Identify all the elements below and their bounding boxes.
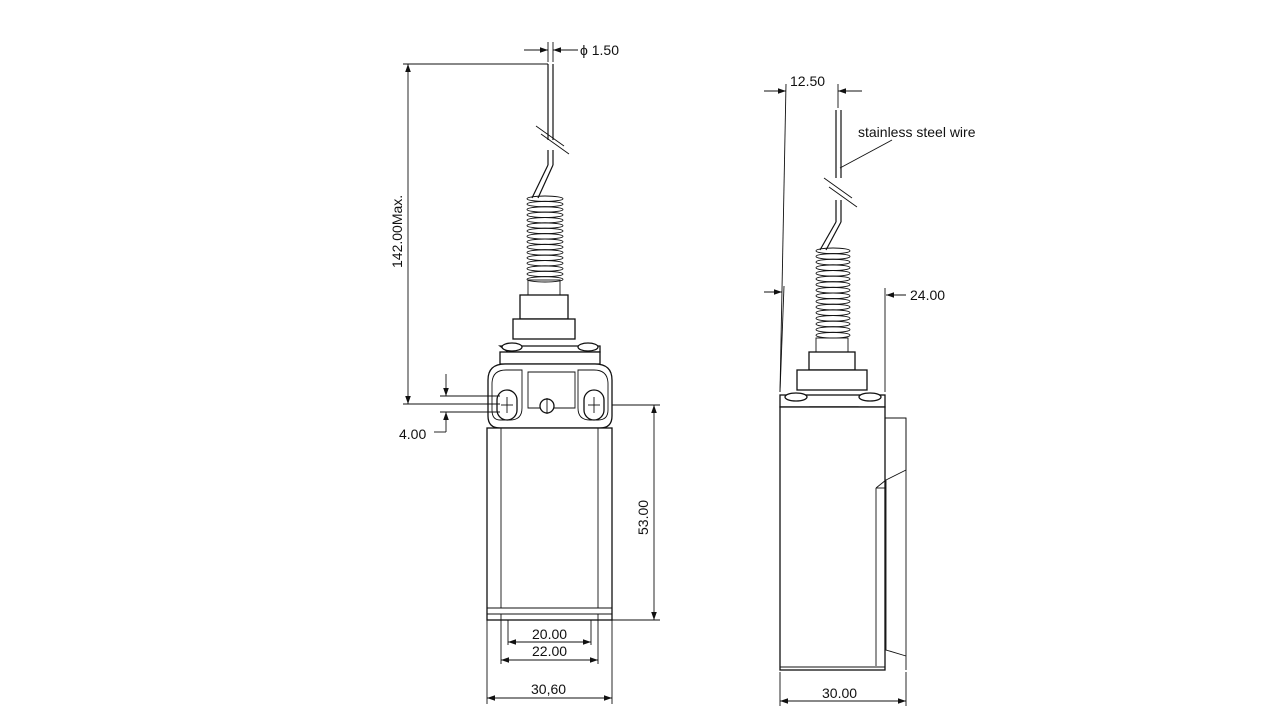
spring-coil	[815, 286, 851, 294]
overall-depth-label: 30.00	[822, 685, 857, 701]
side-spring	[815, 247, 851, 339]
spring-coil	[526, 249, 564, 256]
spring-coil	[526, 254, 564, 261]
side-body	[779, 406, 907, 671]
spring-coil	[526, 265, 564, 272]
dim-wire-diameter: ϕ 1.50	[524, 42, 619, 62]
spring-coil	[526, 200, 564, 208]
spring-coil	[526, 276, 564, 283]
spring-coil	[526, 243, 564, 251]
spring-coil	[815, 292, 851, 300]
spring-coil	[815, 247, 851, 255]
spring-coil	[526, 217, 564, 224]
spring-coil	[526, 270, 564, 278]
spring-coil	[526, 195, 564, 202]
spring-coil	[815, 315, 851, 322]
spring-coil	[815, 320, 851, 328]
wire-material-label: stainless steel wire	[858, 124, 976, 140]
spring-coil	[815, 309, 851, 316]
dim-overall-width: 30,60	[486, 620, 613, 704]
front-head	[487, 279, 613, 429]
spring-coil	[815, 298, 851, 305]
dim-inner-width-b: 22.00	[501, 643, 598, 663]
spring-coil	[526, 227, 564, 235]
spring-coil	[815, 258, 851, 266]
max-height-label: 142.00Max.	[389, 195, 405, 268]
front-wire	[531, 64, 570, 199]
wire-offset-label: 12.50	[790, 73, 825, 89]
front-body	[486, 427, 613, 621]
spring-coil	[815, 331, 851, 339]
hole-offset-label: 4.00	[399, 426, 426, 442]
spring-coil	[815, 281, 851, 288]
spring-coil	[526, 238, 564, 245]
dim-hole-offset: 4.00	[399, 374, 500, 442]
inner-width-a-label: 20.00	[532, 626, 567, 642]
spring-coil	[815, 264, 851, 271]
inner-width-b-label: 22.00	[532, 643, 567, 659]
spring-coil	[815, 303, 851, 311]
spring-coil	[815, 270, 851, 277]
dim-overall-depth: 30.00	[779, 672, 907, 706]
dim-head-width: 24.00	[764, 285, 945, 393]
spring-coil	[526, 233, 564, 240]
side-head	[779, 337, 886, 418]
dim-max-height: 142.00Max.	[389, 63, 548, 405]
spring-coil	[526, 211, 564, 218]
wire-material-leader: stainless steel wire	[839, 124, 976, 169]
dim-body-height: 53.00	[612, 404, 660, 621]
spring-coil	[815, 253, 851, 260]
front-view: ϕ 1.50 142.00Max. 4.00 53.00	[389, 42, 660, 704]
overall-width-label: 30,60	[531, 681, 566, 697]
spring-coil	[526, 222, 564, 229]
dim-inner-width-a: 20.00	[500, 614, 599, 664]
side-wire	[819, 110, 858, 251]
side-view: 12.50 stainless steel wire 24.00 30.00	[764, 73, 976, 706]
spring-coil	[815, 326, 851, 333]
front-spring	[526, 195, 564, 283]
head-width-label: 24.00	[910, 287, 945, 303]
body-height-label: 53.00	[635, 500, 651, 535]
dim-wire-offset: 12.50	[764, 73, 862, 393]
spring-coil	[526, 260, 564, 267]
spring-coil	[815, 275, 851, 283]
wire-diameter-label: ϕ 1.50	[580, 42, 619, 58]
spring-coil	[526, 206, 564, 213]
